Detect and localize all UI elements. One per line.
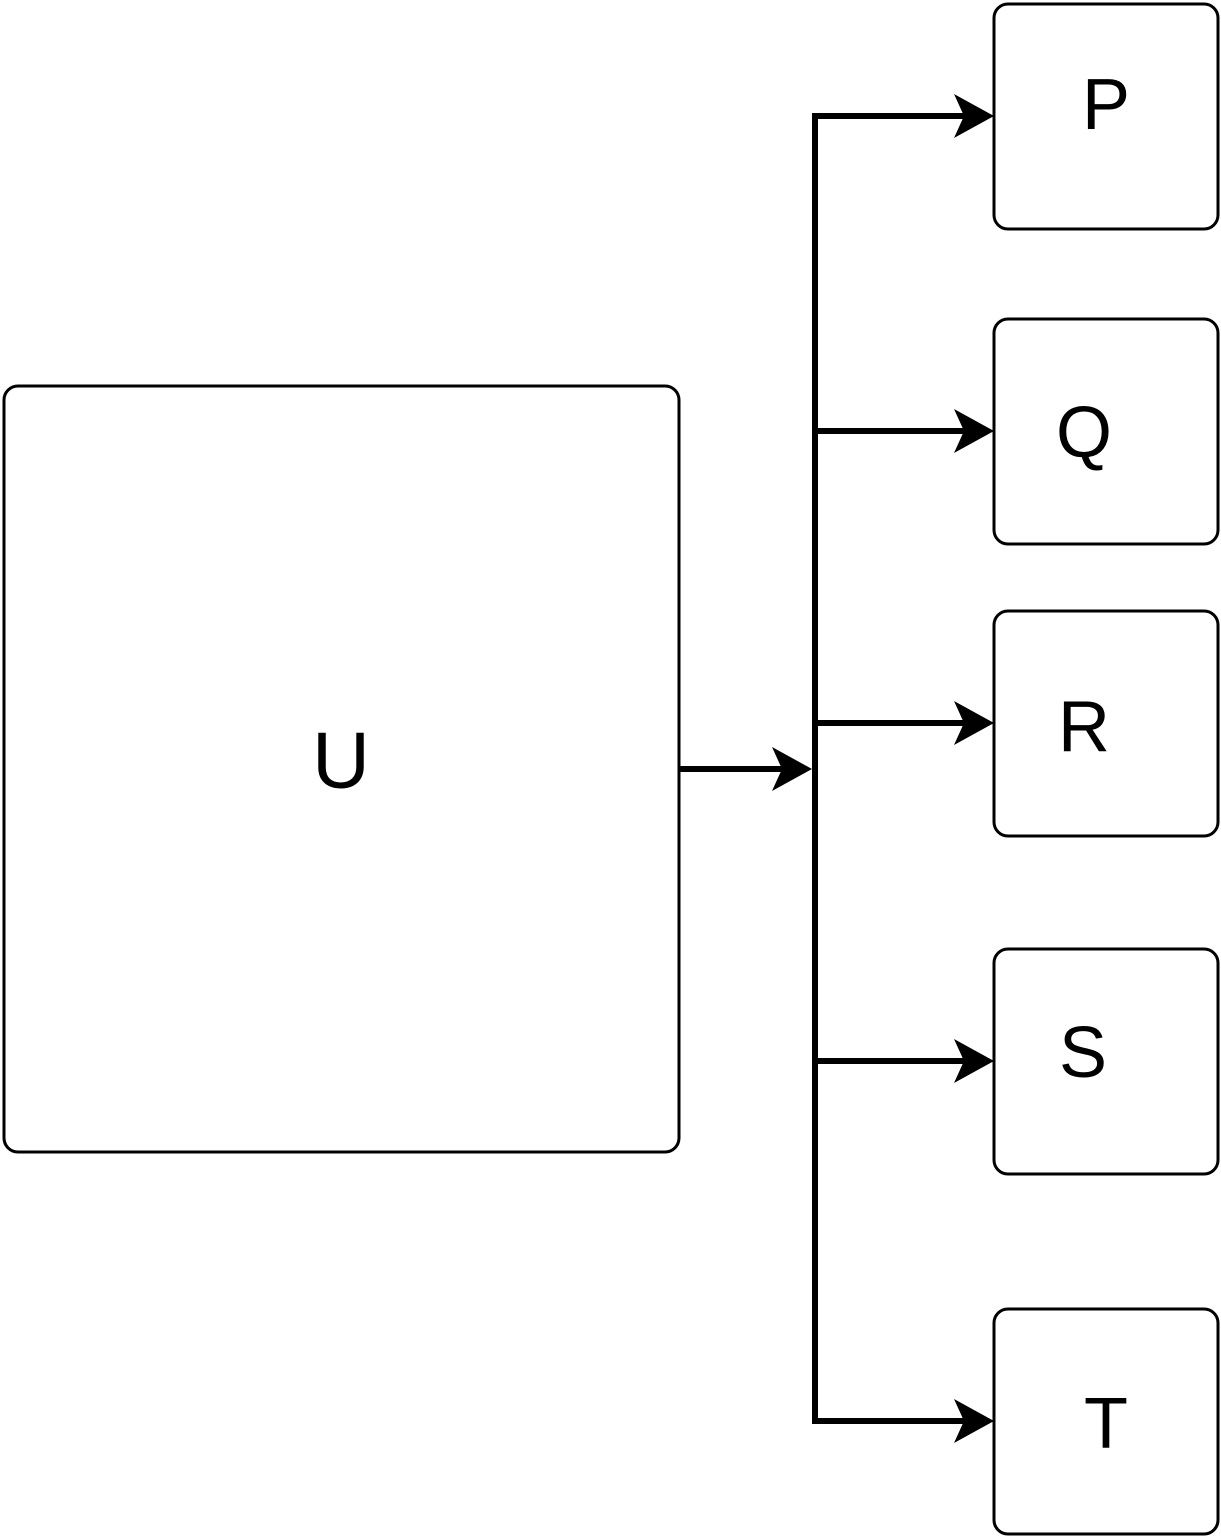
edge-bus-to-t: [812, 1399, 994, 1443]
edge-bus-to-p-arrowhead: [954, 94, 994, 138]
node-p-box: [992, 2, 1220, 231]
edge-bus-to-s: [815, 1039, 994, 1083]
node-q: Q: [992, 317, 1220, 546]
edge-bus-to-t-arrowhead: [954, 1399, 994, 1443]
node-t-label: T: [1084, 1384, 1128, 1464]
node-u: U: [2, 384, 681, 1154]
edge-bus-to-q-arrowhead: [954, 409, 994, 453]
node-q-box: [992, 317, 1220, 546]
node-t: T: [992, 1307, 1220, 1536]
node-s: S: [992, 947, 1220, 1176]
edge-bus-to-q: [815, 409, 994, 453]
edge-u-to-bus: [680, 747, 812, 791]
node-r-label: R: [1058, 687, 1110, 767]
edge-bus-to-s-arrowhead: [954, 1039, 994, 1083]
edge-bus-to-r: [815, 701, 994, 745]
edge-bus-to-r-arrowhead: [954, 701, 994, 745]
node-u-label: U: [312, 716, 370, 805]
node-t-box: [992, 1307, 1220, 1536]
node-s-label: S: [1059, 1013, 1107, 1093]
edge-u-to-bus-arrowhead: [772, 747, 812, 791]
node-r-box: [992, 609, 1220, 838]
node-p: P: [992, 2, 1220, 231]
node-q-label: Q: [1056, 393, 1112, 473]
edge-bus-to-p: [812, 94, 994, 138]
node-s-box: [992, 947, 1220, 1176]
node-u-box: [2, 384, 681, 1154]
node-r: R: [992, 609, 1220, 838]
node-p-label: P: [1082, 65, 1130, 145]
